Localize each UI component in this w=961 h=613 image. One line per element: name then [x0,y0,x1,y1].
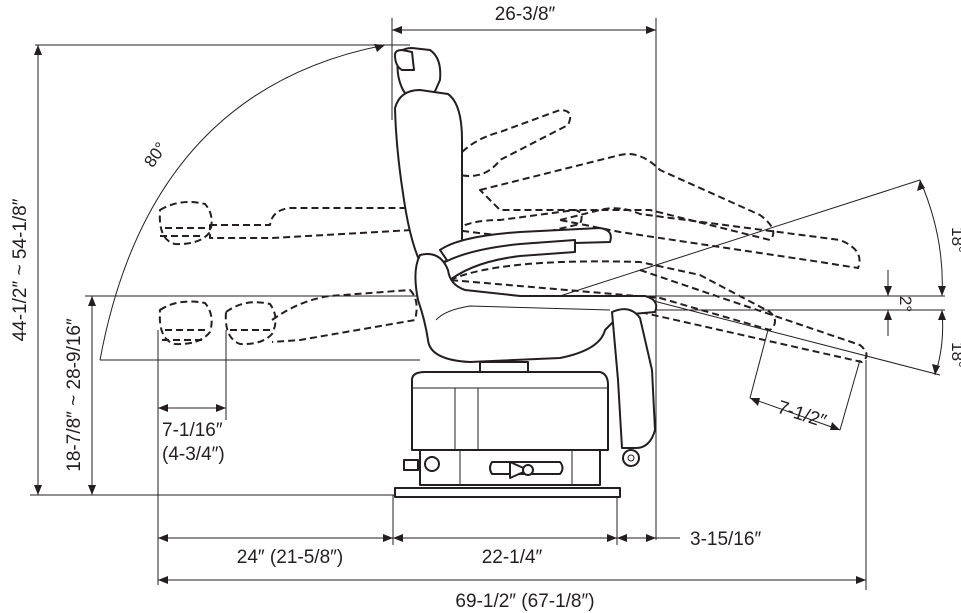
dim-slide: 7-1/16″ [162,420,223,441]
dim-overall-height: 44-1/2″ ~ 54-1/8″ [10,198,31,341]
angle-seat-tilt: 2° [896,296,915,312]
angle-legrest-up: 18° [948,227,961,253]
dim-top-width: 26-3/8″ [495,4,556,25]
dim-leg-rest-slide: 7-1/2″ [775,397,829,433]
alternate-positions [158,109,868,363]
dim-overall-length: 69-1/2″ (67-1/8″) [455,591,594,612]
angle-backrest-recline: 80° [140,139,170,171]
chair-body [394,47,658,498]
dim-slide-alt: (4-3/4″) [162,444,225,465]
dimension-lines [30,18,946,590]
angle-legrest-down: 18° [948,342,961,368]
dim-base-length: 22-1/4″ [482,547,543,568]
dim-back-offset: 3-15/16″ [690,529,761,550]
dim-seat-height: 18-7/8″ ~ 28-9/16″ [64,318,85,472]
dim-front-length: 24″ (21-5/8″) [237,547,343,568]
